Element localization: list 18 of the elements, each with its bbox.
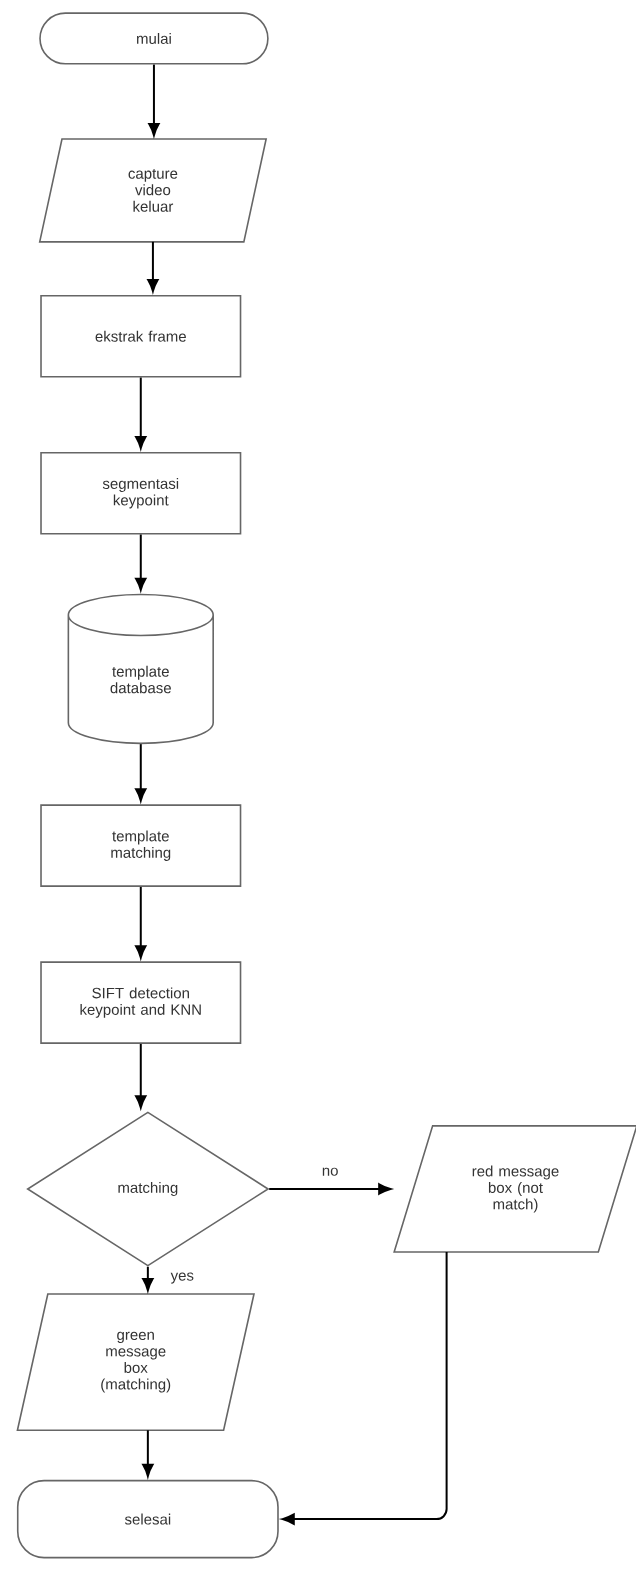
- arrow: [142, 1265, 154, 1292]
- database-cylinder: template database: [67, 593, 214, 745]
- arrow: [135, 533, 147, 591]
- arrow: [135, 1042, 147, 1109]
- process-box: segmentasi keypoint: [40, 451, 242, 535]
- arrow: [268, 1183, 392, 1195]
- arrow: [135, 743, 147, 802]
- arrow: [148, 63, 160, 137]
- arrow: [142, 1429, 154, 1477]
- process-box: template matching: [40, 804, 242, 887]
- edge-label: yes: [170, 1272, 194, 1284]
- process-box: ekstrak frame: [40, 294, 242, 378]
- edge-label: no: [322, 1167, 338, 1176]
- arrow: [135, 885, 147, 959]
- arrow: [135, 376, 147, 450]
- arrow: [281, 1251, 448, 1525]
- arrow: [147, 240, 159, 293]
- process-box: SIFT detection keypoint and KNN: [40, 961, 242, 1044]
